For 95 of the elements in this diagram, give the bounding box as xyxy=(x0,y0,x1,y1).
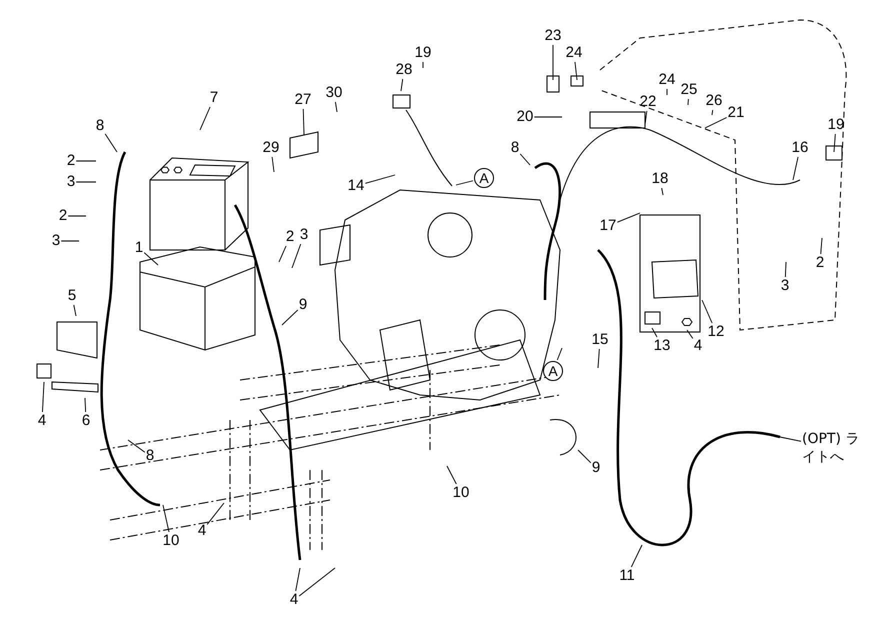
callout-number: 8 xyxy=(96,118,104,134)
leader-line xyxy=(666,88,668,96)
leader-line xyxy=(282,309,298,326)
leader-line xyxy=(780,436,802,442)
callout-number: 8 xyxy=(146,448,154,464)
leader-line xyxy=(104,133,118,152)
leader-line xyxy=(446,466,457,484)
leader-line xyxy=(784,262,786,278)
note-text: (OPT) ライトへ xyxy=(802,430,866,466)
leader-line xyxy=(206,502,224,525)
callout-number: 2 xyxy=(286,229,294,245)
leader-line xyxy=(42,382,44,412)
callout-number: 22 xyxy=(640,94,656,110)
leader-line xyxy=(574,62,578,80)
callout-number: 24 xyxy=(658,72,676,88)
leader-line xyxy=(792,156,798,180)
callout-number: 2 xyxy=(66,153,76,169)
leader-line xyxy=(84,398,86,412)
callout-number: 1 xyxy=(134,240,144,256)
leader-line xyxy=(422,62,424,68)
leader-line xyxy=(652,328,658,338)
callout-number: 17 xyxy=(600,218,616,234)
leader-line xyxy=(298,568,336,596)
leader-line xyxy=(552,44,554,80)
callout-number: 10 xyxy=(452,485,470,501)
leader-line xyxy=(820,238,822,254)
callout-number: 4 xyxy=(290,592,298,608)
leader-line xyxy=(295,568,300,592)
callout-number: 4 xyxy=(38,413,46,429)
leader-line xyxy=(272,156,274,172)
leader-line xyxy=(686,330,694,339)
leader-line xyxy=(76,160,96,162)
callout-number: 15 xyxy=(592,332,608,348)
leader-line xyxy=(278,246,286,262)
callout-number: 27 xyxy=(294,92,312,108)
leader-line xyxy=(534,116,562,118)
leader-line xyxy=(302,108,304,136)
callout-number: 23 xyxy=(544,28,562,44)
callout-number: 10 xyxy=(162,533,180,549)
leader-line xyxy=(704,117,728,128)
callout-number: 2 xyxy=(816,255,824,271)
leader-line xyxy=(292,244,302,268)
callout-number: 14 xyxy=(348,178,364,194)
callout-number: 26 xyxy=(706,93,722,109)
leader-line xyxy=(144,252,158,266)
leader-line xyxy=(688,98,689,106)
leader-line xyxy=(73,304,76,316)
leader-line xyxy=(200,106,211,130)
callout-number: 5 xyxy=(68,288,76,304)
leader-line xyxy=(556,348,562,360)
callout-number: 9 xyxy=(298,297,308,313)
callout-number: 19 xyxy=(414,45,432,61)
callout-number: 7 xyxy=(210,90,218,106)
leader-line xyxy=(162,504,170,532)
callout-number: 16 xyxy=(792,140,808,156)
callout-number: 20 xyxy=(516,109,534,125)
reference-letter: A xyxy=(474,168,494,188)
leader-line xyxy=(400,78,404,92)
callout-number: 18 xyxy=(652,171,668,187)
callout-number: 9 xyxy=(592,460,600,476)
callout-number: 2 xyxy=(58,208,68,224)
callout-number: 24 xyxy=(566,45,582,61)
callout-number: 19 xyxy=(828,117,844,133)
callout-number: 12 xyxy=(708,324,724,340)
leader-line xyxy=(712,110,714,116)
leader-line xyxy=(334,102,338,112)
leader-line xyxy=(616,212,640,223)
callout-number: 4 xyxy=(694,338,702,354)
leader-line xyxy=(456,180,474,186)
callout-number: 13 xyxy=(654,338,670,354)
callout-number: 3 xyxy=(780,278,790,294)
leader-line xyxy=(644,110,648,126)
leader-line xyxy=(520,153,530,166)
leader-line xyxy=(128,440,146,453)
leader-line xyxy=(578,450,592,464)
leader-line xyxy=(661,188,664,196)
reference-letter: A xyxy=(543,361,563,381)
leader-line xyxy=(702,300,713,324)
leader-line xyxy=(630,544,642,568)
callout-number: 25 xyxy=(680,82,698,98)
callout-number: 21 xyxy=(728,105,744,121)
callout-number: 4 xyxy=(198,523,206,539)
leader-line xyxy=(60,240,80,242)
callout-number: 8 xyxy=(510,140,520,156)
callout-number: 3 xyxy=(66,174,76,190)
leader-line xyxy=(834,134,836,152)
callout-number: 11 xyxy=(619,568,635,584)
callout-number: 30 xyxy=(326,85,342,101)
callout-number: 29 xyxy=(262,140,280,156)
callout-number: 3 xyxy=(52,233,60,249)
callout-number: 3 xyxy=(300,227,308,243)
leader-line xyxy=(364,174,396,184)
callout-number: 28 xyxy=(396,62,412,78)
leader-line xyxy=(598,348,600,368)
callout-number: 6 xyxy=(82,413,90,429)
